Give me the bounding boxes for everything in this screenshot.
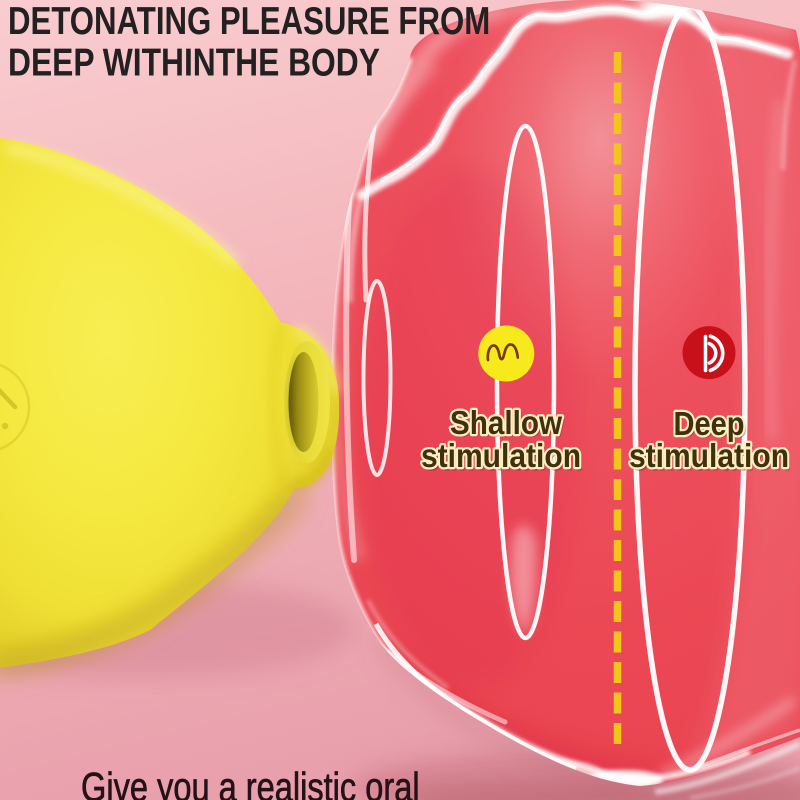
svg-text:stimulation: stimulation: [631, 440, 791, 478]
svg-text:stimulation: stimulation: [421, 437, 581, 475]
svg-text:stimulation: stimulation: [629, 437, 789, 475]
svg-text:Shallow: Shallow: [452, 407, 565, 444]
svg-text:DETONATING PLEASURE FROM: DETONATING PLEASURE FROM: [8, 0, 490, 43]
svg-text:Deep: Deep: [673, 405, 744, 442]
svg-text:Deep: Deep: [676, 408, 747, 445]
svg-text:Give you a realistic oral: Give you a realistic oral: [81, 763, 420, 800]
svg-text:stimulation: stimulation: [423, 440, 583, 478]
svg-text:Shallow: Shallow: [450, 405, 563, 442]
svg-text:DEEP WITHINTHE BODY: DEEP WITHINTHE BODY: [8, 40, 380, 84]
